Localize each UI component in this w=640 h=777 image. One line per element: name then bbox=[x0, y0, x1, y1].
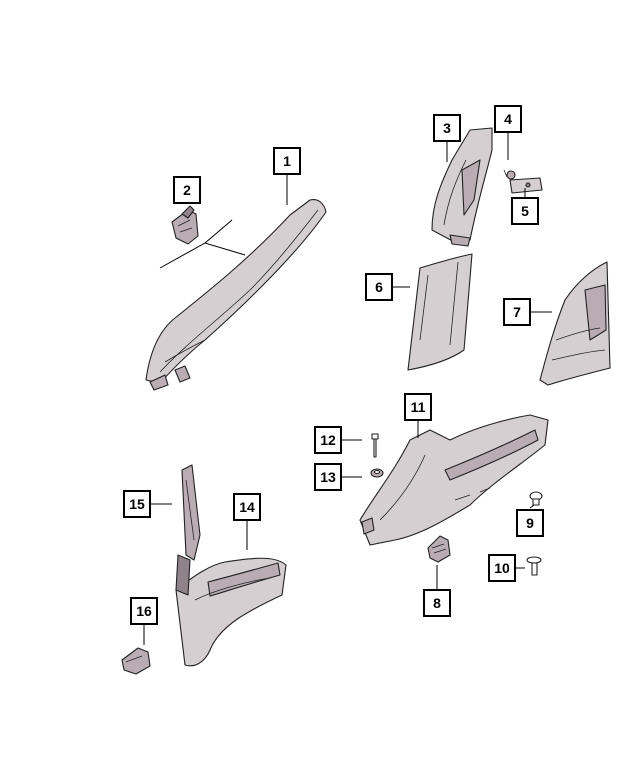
part-4-fastener bbox=[503, 169, 516, 180]
part-2-clip bbox=[171, 205, 199, 245]
callout-12: 12 bbox=[314, 426, 342, 454]
svg-text:16: 16 bbox=[136, 603, 152, 619]
callout-9: 9 bbox=[516, 509, 544, 537]
part-15-lower-pillar-strip bbox=[175, 464, 201, 596]
callout-11: 11 bbox=[404, 393, 432, 421]
svg-text:1: 1 bbox=[283, 153, 291, 169]
leader-line-part-1 bbox=[159, 219, 246, 269]
part-5-cover bbox=[509, 177, 543, 194]
callout-10: 10 bbox=[488, 554, 516, 582]
part-6-b-pillar-lower-trim bbox=[407, 253, 473, 371]
part-13-nut bbox=[370, 468, 384, 478]
callout-5: 5 bbox=[511, 197, 539, 225]
svg-text:13: 13 bbox=[320, 469, 336, 485]
svg-text:14: 14 bbox=[239, 499, 255, 515]
part-7-quarter-trim bbox=[539, 261, 611, 386]
part-1-a-pillar-trim bbox=[145, 199, 327, 391]
callout-14: 14 bbox=[233, 493, 261, 521]
part-8-bracket bbox=[427, 535, 451, 563]
part-3-b-pillar-upper-trim bbox=[431, 127, 493, 247]
svg-text:2: 2 bbox=[183, 182, 191, 198]
svg-text:5: 5 bbox=[521, 203, 529, 219]
leader-lines bbox=[143, 132, 552, 645]
svg-text:4: 4 bbox=[504, 111, 512, 127]
svg-text:9: 9 bbox=[526, 515, 534, 531]
callout-6: 6 bbox=[365, 273, 393, 301]
svg-text:10: 10 bbox=[494, 560, 510, 576]
callout-7: 7 bbox=[503, 298, 531, 326]
part-12-bolt bbox=[371, 433, 379, 458]
svg-text:12: 12 bbox=[320, 432, 336, 448]
callout-2: 2 bbox=[173, 176, 201, 204]
svg-text:7: 7 bbox=[513, 304, 521, 320]
callout-13: 13 bbox=[314, 463, 342, 491]
svg-text:8: 8 bbox=[433, 595, 441, 611]
callout-15: 15 bbox=[123, 490, 151, 518]
svg-text:6: 6 bbox=[375, 279, 383, 295]
callout-16: 16 bbox=[130, 597, 158, 625]
callout-8: 8 bbox=[423, 589, 451, 617]
callout-3: 3 bbox=[433, 114, 461, 142]
part-11-sill-scuff-plate bbox=[359, 414, 549, 546]
callout-1: 1 bbox=[273, 147, 301, 175]
part-9-rivet bbox=[529, 491, 543, 506]
part-14-kick-panel bbox=[175, 557, 287, 667]
svg-text:11: 11 bbox=[411, 399, 426, 415]
part-16-clip bbox=[121, 647, 151, 675]
callout-4: 4 bbox=[494, 105, 522, 133]
svg-text:3: 3 bbox=[443, 120, 451, 136]
part-10-screw bbox=[526, 556, 542, 576]
svg-text:15: 15 bbox=[129, 496, 145, 512]
